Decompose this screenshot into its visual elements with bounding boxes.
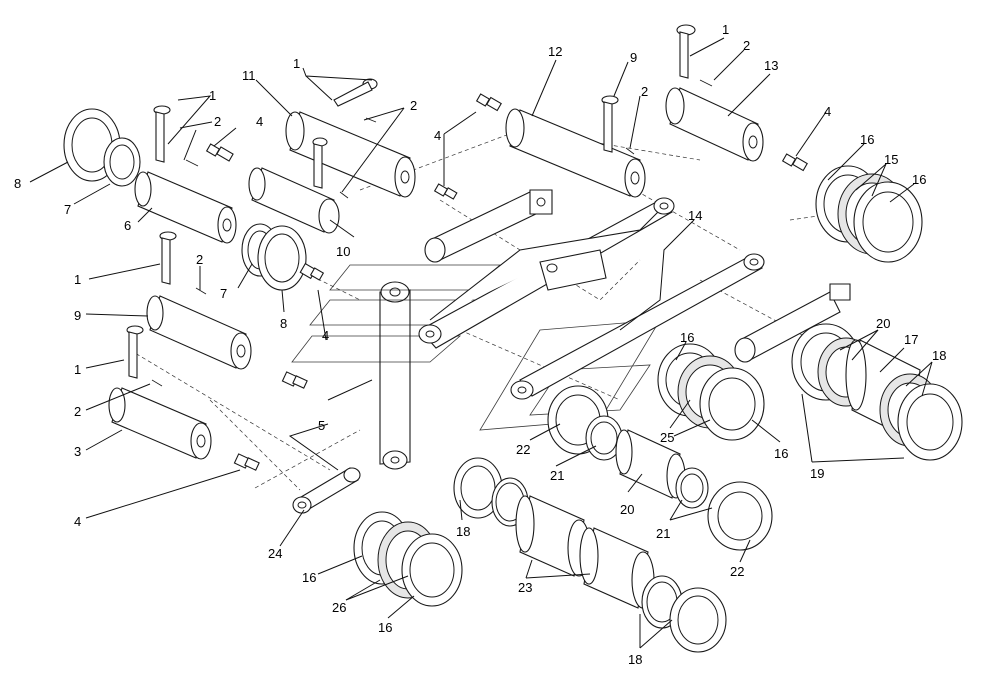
grease-fitting-4-middle <box>281 371 308 389</box>
grease-fitting-4-lower <box>233 453 260 471</box>
callout-11: 11 <box>242 68 256 83</box>
callout-1: 1 <box>74 272 81 287</box>
grease-fitting-4-frame <box>299 262 325 281</box>
hydraulic-cylinder-upper <box>424 189 553 263</box>
callout-4: 4 <box>322 328 329 343</box>
axle-10 <box>248 167 340 234</box>
ring-21-center <box>585 415 623 461</box>
callout-25: 25 <box>660 430 674 445</box>
ring-22-right <box>707 481 773 551</box>
callout-9: 9 <box>74 308 81 323</box>
grease-fitting-4-axle-12 <box>475 93 502 112</box>
grease-fitting-4-right <box>781 153 808 172</box>
callout-10: 10 <box>336 244 350 259</box>
seal-ring-8-middle <box>257 225 307 291</box>
axle-6 <box>134 171 237 244</box>
bushing-20 <box>615 429 686 499</box>
callout-2: 2 <box>410 98 417 113</box>
leader-lines <box>29 37 933 649</box>
axle-11 <box>285 111 416 198</box>
callout-1: 1 <box>209 88 216 103</box>
callout-3: 3 <box>74 444 81 459</box>
axle-12 <box>505 108 646 198</box>
callout-1: 1 <box>722 22 729 37</box>
callout-12: 12 <box>548 44 562 59</box>
bushing-ring-7-upper <box>103 137 141 187</box>
split-pins-2 <box>151 79 713 387</box>
callout-18: 18 <box>456 524 470 539</box>
callout-2: 2 <box>743 38 750 53</box>
callout-2: 2 <box>641 84 648 99</box>
callout-16: 16 <box>378 620 392 635</box>
axle-9 <box>146 295 252 370</box>
callout-1: 1 <box>74 362 81 377</box>
callout-7: 7 <box>220 286 227 301</box>
callout-16: 16 <box>860 132 874 147</box>
callout-4: 4 <box>824 104 831 119</box>
hydraulic-cylinder-right <box>734 283 851 363</box>
callout-8: 8 <box>280 316 287 331</box>
callout-26: 26 <box>332 600 346 615</box>
pin-1-left-top <box>153 105 171 163</box>
axle-3 <box>108 387 212 460</box>
callout-21: 21 <box>550 468 564 483</box>
callout-2: 2 <box>214 114 221 129</box>
seal-16-right-upper-b <box>853 181 923 263</box>
ring-19-right <box>897 383 963 461</box>
callout-8: 8 <box>14 176 21 191</box>
callout-24: 24 <box>268 546 282 561</box>
seal-16-middle-b <box>699 367 765 441</box>
pin-1-top-center <box>333 78 378 107</box>
callout-22: 22 <box>516 442 530 457</box>
bushing-23-left <box>515 495 591 577</box>
callout-17: 17 <box>904 332 918 347</box>
axle-13 <box>665 87 764 162</box>
callout-19: 19 <box>810 466 824 481</box>
callout-20: 20 <box>876 316 890 331</box>
callout-23: 23 <box>518 580 532 595</box>
callout-13: 13 <box>764 58 778 73</box>
pin-1-axle-9 <box>159 231 177 285</box>
grease-fitting-4-center <box>433 183 458 200</box>
callout-14: 14 <box>688 208 702 223</box>
pin-1-axle-13 <box>676 24 696 79</box>
link-5 <box>379 281 411 470</box>
callout-6: 6 <box>124 218 131 233</box>
callout-4: 4 <box>256 114 263 129</box>
callout-16: 16 <box>680 330 694 345</box>
callout-9: 9 <box>630 50 637 65</box>
callout-4: 4 <box>74 514 81 529</box>
seal-16-bottom-b <box>401 533 463 607</box>
callout-2: 2 <box>74 404 81 419</box>
seal-18-bottom-right <box>669 587 727 653</box>
ring-21-right <box>675 467 709 509</box>
grease-fitting-4-upper-left <box>205 143 234 162</box>
bushing-23-right <box>579 527 655 609</box>
link-24 <box>292 467 361 514</box>
pin-1-axle-10 <box>312 137 328 189</box>
callout-16: 16 <box>302 570 316 585</box>
callout-21: 21 <box>656 526 670 541</box>
pin-9-axle-12 <box>601 95 619 153</box>
callout-20: 20 <box>620 502 634 517</box>
pin-1-axle-3 <box>126 325 144 379</box>
callout-16: 16 <box>912 172 926 187</box>
callout-22: 22 <box>730 564 744 579</box>
callout-7: 7 <box>64 202 71 217</box>
callout-18: 18 <box>932 348 946 363</box>
callout-16: 16 <box>774 446 788 461</box>
frame-arm-14 <box>418 197 765 400</box>
callout-1: 1 <box>293 56 300 71</box>
callout-5: 5 <box>318 418 325 433</box>
callout-2: 2 <box>196 252 203 267</box>
callout-18: 18 <box>628 652 642 667</box>
callout-4: 4 <box>434 128 441 143</box>
callout-labels: 1 1 1 1 1 2 2 2 2 2 2 3 4 4 4 4 4 5 6 7 … <box>14 22 946 667</box>
callout-15: 15 <box>884 152 898 167</box>
